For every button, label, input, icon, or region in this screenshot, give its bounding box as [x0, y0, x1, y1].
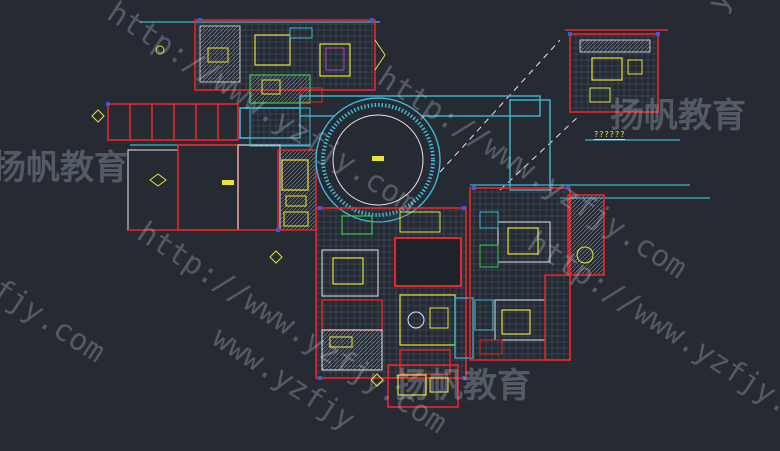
- top-left-wing: [194, 19, 386, 104]
- lounge-block: [277, 149, 317, 231]
- floor-plan-drawing: [91, 18, 710, 408]
- rotunda: [315, 97, 441, 223]
- bottom-terrace: [387, 364, 459, 408]
- section-symbols: [91, 45, 384, 387]
- central-south-block: [315, 207, 474, 379]
- column-markers: [106, 18, 660, 380]
- annex-pavilion: [565, 29, 668, 113]
- dashed-guides: [439, 39, 581, 191]
- left-garage: [127, 144, 290, 231]
- east-wing: [469, 187, 605, 361]
- annex-caption: ??????: [594, 130, 626, 140]
